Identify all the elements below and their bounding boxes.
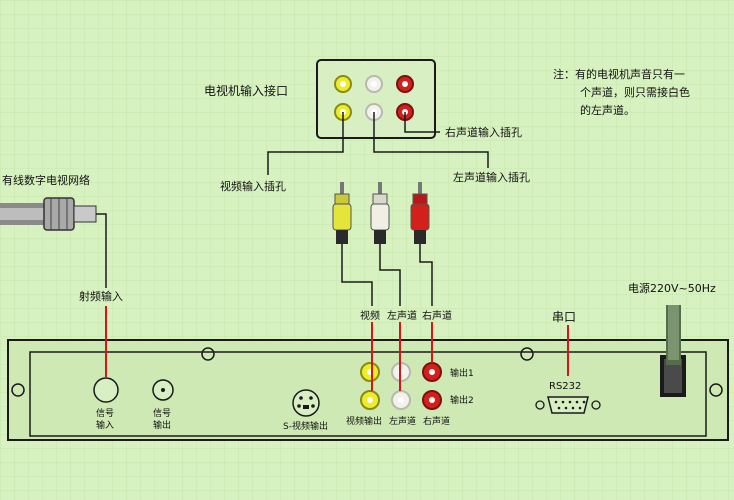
leader-lines bbox=[267, 112, 489, 175]
signal-in-label-1: 信号 bbox=[96, 407, 114, 419]
cable-network-label: 有线数字电视网络 bbox=[2, 173, 90, 187]
svideo-port bbox=[292, 389, 320, 417]
tv-input-label: 电视机输入接口 bbox=[204, 83, 288, 98]
note-line-2: 个声道，则只需接白色 bbox=[580, 85, 690, 99]
note-line-1: 注：有的电视机声音只有一 bbox=[553, 67, 685, 81]
left-input-label: 左声道输入插孔 bbox=[453, 170, 530, 184]
serial-port-label: 串口 bbox=[552, 310, 576, 324]
signal-out-label-2: 输出 bbox=[153, 419, 171, 431]
rf-input-label: 射频输入 bbox=[79, 289, 123, 303]
rca-video-plug bbox=[332, 182, 352, 244]
left-bottom-label: 左声道 bbox=[389, 415, 416, 427]
power-label: 电源220V~50Hz bbox=[628, 281, 716, 295]
rca-left-plug bbox=[370, 182, 390, 244]
av-wires bbox=[371, 322, 433, 391]
rs232-port bbox=[535, 325, 601, 414]
power-cord bbox=[660, 305, 686, 397]
plug-wires bbox=[341, 244, 433, 306]
rs232-label: RS232 bbox=[549, 381, 581, 392]
device-rear-panel bbox=[7, 339, 729, 441]
right-bottom-label: 右声道 bbox=[423, 415, 450, 427]
output-1-label: 输出1 bbox=[450, 367, 474, 379]
video-out-label: 视频输出 bbox=[346, 415, 382, 427]
rca-right-plug bbox=[410, 182, 430, 244]
video-label: 视频 bbox=[360, 309, 380, 322]
note-line-3: 的左声道。 bbox=[580, 103, 635, 117]
right-label: 右声道 bbox=[422, 309, 452, 322]
output-2-label: 输出2 bbox=[450, 394, 474, 406]
svideo-label: S-视频输出 bbox=[283, 420, 328, 432]
left-label: 左声道 bbox=[387, 309, 417, 322]
screw-icon bbox=[11, 383, 25, 397]
rf-input-port bbox=[93, 377, 119, 403]
screw-icon bbox=[709, 383, 723, 397]
signal-out-label-1: 信号 bbox=[153, 407, 171, 419]
video-input-label: 视频输入插孔 bbox=[220, 179, 286, 193]
signal-in-label-2: 输入 bbox=[96, 419, 114, 431]
coax-cable bbox=[0, 197, 107, 288]
screw-icon bbox=[201, 347, 215, 361]
right-input-label: 右声道输入插孔 bbox=[445, 125, 522, 139]
screw-icon bbox=[520, 347, 534, 361]
tv-input-panel bbox=[316, 59, 436, 139]
